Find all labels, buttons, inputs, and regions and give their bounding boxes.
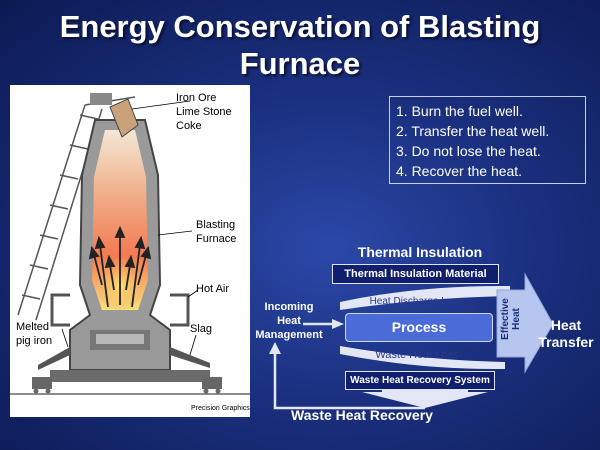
hot-air-pipe xyxy=(50,293,190,327)
steps-box: 1. Burn the fuel well. 2. Transfer the h… xyxy=(389,96,586,184)
heat-arrows xyxy=(88,225,152,308)
ladle-car-right xyxy=(202,377,222,394)
hot-air-label: Hot Air xyxy=(196,283,230,295)
recovery-return-arrowhead xyxy=(269,342,281,354)
furnace-illustration: Iron Ore Lime Stone Coke Blasting Furnac… xyxy=(10,85,250,417)
waste-heat-recovery-system-box: Waste Heat Recovery System xyxy=(345,371,495,390)
ladle-car-left xyxy=(32,377,52,394)
waste-heat-loss-label: Waste Heat Loss xyxy=(375,349,459,361)
waste-heat-loss-arrow xyxy=(340,346,505,370)
heat-discharge-loss-label: Heat Discharge Loss xyxy=(369,296,463,307)
furnace-drawing xyxy=(10,93,250,395)
incoming-heat-arrowhead xyxy=(332,319,344,329)
skip-car xyxy=(90,93,112,105)
step-4: 4. Recover the heat. xyxy=(396,163,523,179)
heat-transfer-label: Heat Transfer xyxy=(538,317,594,350)
process-box: Process xyxy=(345,313,493,342)
heat-discharge-arrow xyxy=(340,285,510,310)
blasting-furnace-label: Blasting Furnace xyxy=(196,219,237,245)
effective-heat-arrow xyxy=(496,272,554,374)
incoming-heat-management-label: Incoming Heat Management xyxy=(255,301,323,341)
slide-title: Energy Conservation of Blasting Furnace xyxy=(59,9,541,81)
step-2: 2. Transfer the heat well. xyxy=(396,123,550,139)
pig-iron-runner xyxy=(38,347,70,370)
waste-recovery-down-arrow xyxy=(362,388,488,408)
leader-lines xyxy=(61,100,199,356)
feed-chute xyxy=(109,98,139,138)
recovery-return-line xyxy=(273,350,425,410)
feed-materials-label: Iron Ore Lime Stone Coke xyxy=(176,92,232,132)
image-credit: Precision Graphics xyxy=(191,405,250,412)
step-3: 3. Do not lose the heat. xyxy=(396,143,541,159)
slag-runner xyxy=(170,347,210,368)
slag-label: Slag xyxy=(190,323,213,335)
step-1: 1. Burn the fuel well. xyxy=(396,103,523,119)
furnace-base xyxy=(50,370,210,382)
waste-heat-recovery-label: Waste Heat Recovery xyxy=(291,407,433,423)
pig-iron-label: Melted pig iron xyxy=(16,321,53,347)
effective-heat-label: Effective Heat xyxy=(500,298,522,340)
molten-layer xyxy=(96,334,144,344)
thermal-insulation-label: Thermal Insulation xyxy=(357,244,483,260)
thermal-insulation-material-box: Thermal Insulation Material xyxy=(332,264,499,284)
